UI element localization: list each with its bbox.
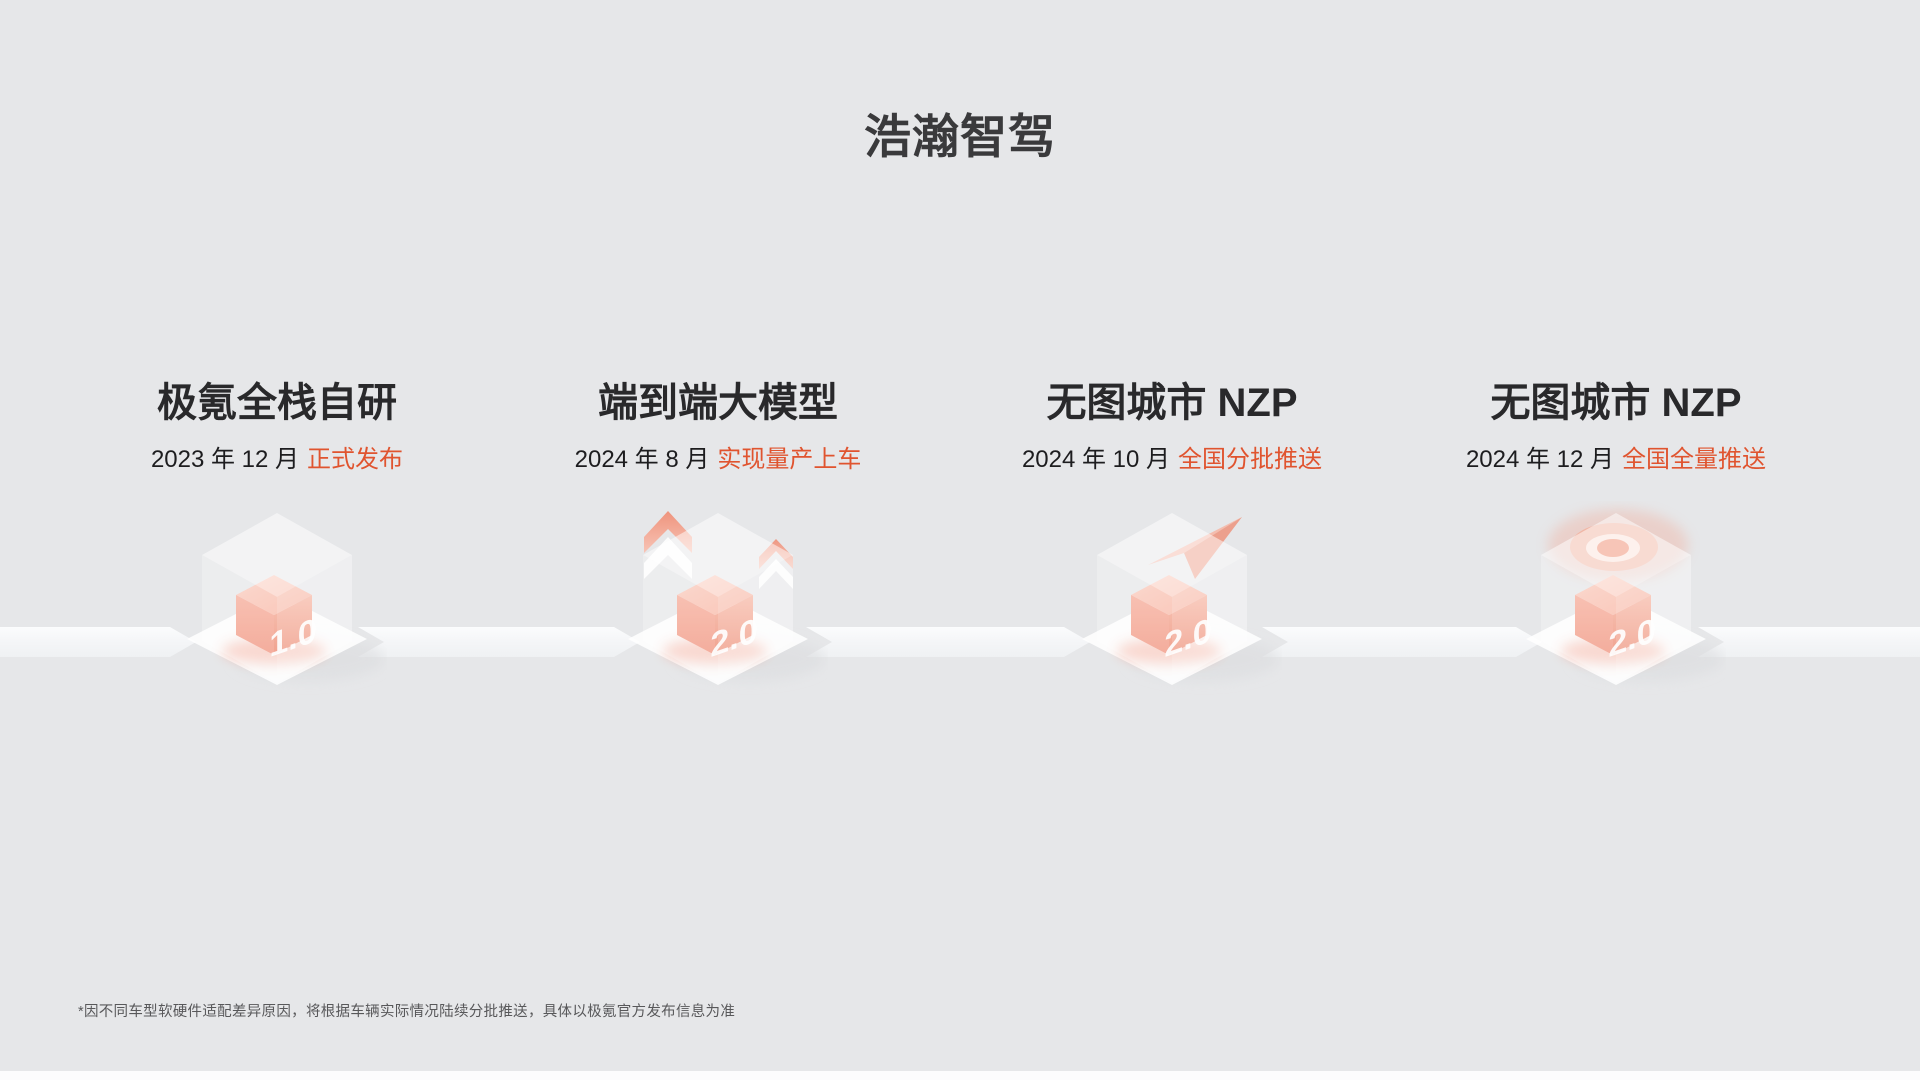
footnote: *因不同车型软硬件适配差异原因，将根据车辆实际情况陆续分批推送，具体以极氪官方发… [78,1004,736,1020]
milestone-date-line: 2024 年 12 月全国全量推送 [1396,446,1836,475]
timeline-arrow-icon [1262,627,1542,657]
milestone-status: 全国分批推送 [1178,446,1323,473]
milestone-1: 极氪全栈自研 2023 年 12 月正式发布 1.0 [57,380,497,696]
milestone-2: 端到端大模型 2024 年 8 月实现量产上车 2.0 [498,380,938,696]
cube-version-2-paper-plane-icon: 2.0 [1082,512,1279,685]
cube-version-1-icon: 1.0 [187,512,384,685]
milestone-heading: 端到端大模型 [598,381,838,425]
milestone-heading: 极氪全栈自研 [157,381,397,425]
milestone-4: 无图城市 NZP 2024 年 12 月全国全量推送 2.0 [1396,380,1836,696]
timeline-arrow-icon [1698,627,1920,657]
milestone-status: 实现量产上车 [717,446,862,473]
timeline-arrow-icon [806,627,1090,657]
cube-version-2-radar-rings-icon: 2.0 [1526,508,1723,685]
cube-version-2-up-arrows-icon: 2.0 [628,510,825,685]
milestone-status: 全国全量推送 [1622,446,1767,473]
milestone-date: 2024 年 8 月 [574,446,710,473]
milestone-date: 2024 年 12 月 [1465,446,1615,473]
timeline-arrow-icon [0,627,196,657]
milestone-3: 无图城市 NZP 2024 年 10 月全国分批推送 2.0 [952,380,1392,696]
milestone-date: 2023 年 12 月 [150,446,300,473]
milestone-date-line: 2024 年 8 月实现量产上车 [498,446,938,475]
bottom-strip [0,1071,1920,1080]
milestone-date-line: 2024 年 10 月全国分批推送 [952,446,1392,475]
milestone-heading: 无图城市 NZP [1490,381,1742,425]
milestone-date-line: 2023 年 12 月正式发布 [57,446,497,475]
milestone-status: 正式发布 [307,446,404,473]
page-title: 浩瀚智驾 [864,110,1056,163]
milestone-heading: 无图城市 NZP [1046,381,1298,425]
milestone-date: 2024 年 10 月 [1021,446,1171,473]
timeline-arrow-icon [358,627,640,657]
